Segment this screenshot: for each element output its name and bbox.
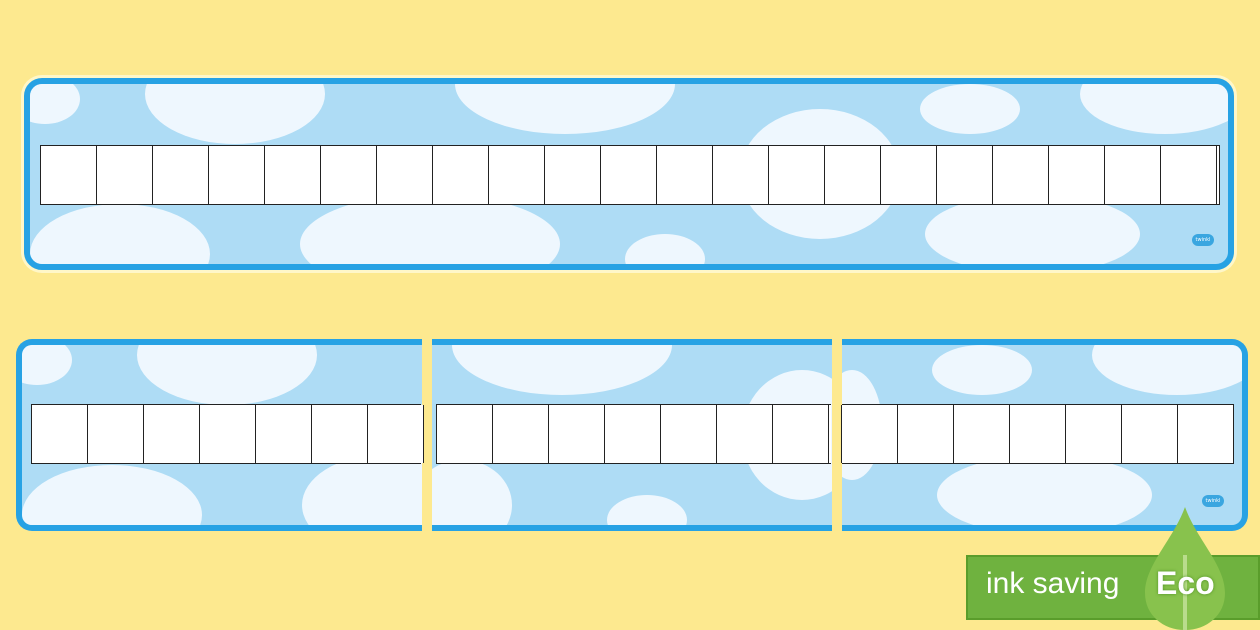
track-cell <box>433 146 489 204</box>
track-cell <box>841 405 897 463</box>
track-cell <box>256 405 312 463</box>
track-cell <box>265 146 321 204</box>
twinkl-logo: twinkl <box>1192 234 1214 246</box>
track-cell <box>1009 405 1065 463</box>
number-track-full <box>40 145 1220 205</box>
track-cell <box>1105 146 1161 204</box>
track-cell <box>312 405 368 463</box>
track-cell <box>493 405 549 463</box>
track-cell <box>1121 405 1177 463</box>
ink-saving-text: ink saving <box>986 567 1120 600</box>
track-cell <box>545 146 601 204</box>
number-track-part-2 <box>436 404 831 464</box>
track-cell <box>773 405 829 463</box>
track-cell <box>897 405 953 463</box>
track-cell <box>1161 146 1217 204</box>
eco-label: Eco <box>1156 565 1215 601</box>
track-cell <box>88 405 144 463</box>
track-cell <box>769 146 825 204</box>
track-cell <box>605 405 661 463</box>
track-cell <box>437 405 493 463</box>
track-cell <box>661 405 717 463</box>
track-cell <box>657 146 713 204</box>
track-cell <box>200 405 256 463</box>
track-cell <box>32 405 88 463</box>
track-cell <box>97 146 153 204</box>
track-cell <box>713 146 769 204</box>
track-cell <box>368 405 424 463</box>
track-cell <box>1049 146 1105 204</box>
track-cell <box>601 146 657 204</box>
track-cell <box>153 146 209 204</box>
track-cell <box>953 405 1009 463</box>
track-cell <box>377 146 433 204</box>
track-cell <box>41 146 97 204</box>
twinkl-logo: twinkl <box>1202 495 1224 507</box>
track-cell <box>321 146 377 204</box>
track-cell <box>489 146 545 204</box>
track-cell <box>144 405 200 463</box>
track-cell <box>993 146 1049 204</box>
track-cell <box>1065 405 1121 463</box>
track-cell <box>549 405 605 463</box>
track-cell <box>881 146 937 204</box>
eco-leaf-drop-icon <box>1145 507 1225 630</box>
track-cell <box>1177 405 1233 463</box>
track-cell <box>717 405 773 463</box>
track-cell <box>209 146 265 204</box>
track-cell <box>825 146 881 204</box>
number-track-part-1 <box>31 404 424 464</box>
number-track-part-3 <box>841 404 1234 464</box>
track-cell <box>937 146 993 204</box>
